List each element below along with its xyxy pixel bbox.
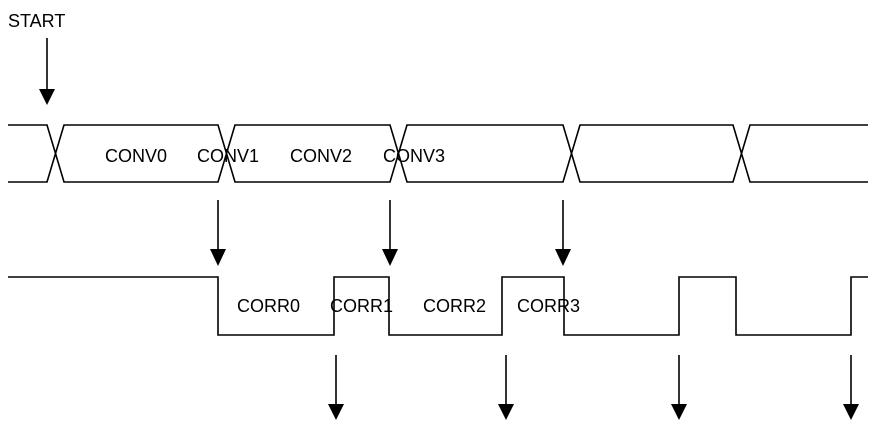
correction-bus — [8, 276, 868, 336]
conv-to-corr-arrow-3 — [555, 200, 571, 266]
output-arrow-3 — [671, 355, 687, 420]
output-arrow-4 — [843, 355, 859, 420]
corr3-label: CORR3 — [517, 296, 580, 316]
corr2-label: CORR2 — [423, 296, 486, 316]
corr-bus-waveform — [8, 276, 868, 336]
output-arrow-2 — [498, 355, 514, 420]
corr1-label: CORR1 — [330, 296, 393, 316]
conv0-label: CONV0 — [105, 146, 167, 166]
output-arrow-1 — [328, 355, 344, 420]
conv3-label: CONV3 — [383, 146, 445, 166]
conv-to-corr-arrow-2 — [382, 200, 398, 266]
conv-bus-bottom-line — [8, 124, 868, 183]
start-arrow — [39, 38, 55, 105]
conv2-label: CONV2 — [290, 146, 352, 166]
conversion-bus — [8, 124, 868, 183]
conv-to-corr-arrow-1 — [210, 200, 226, 266]
corr0-label: CORR0 — [237, 296, 300, 316]
conv1-label: CONV1 — [197, 146, 259, 166]
start-label: START — [8, 11, 65, 31]
